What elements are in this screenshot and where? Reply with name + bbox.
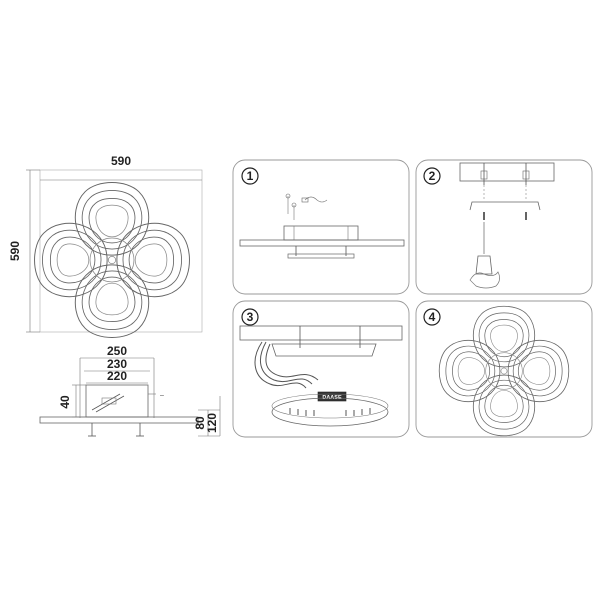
step-2-badge [423,167,441,185]
hand-icon [469,271,500,289]
side-view: 250 230 220 – 40 80 120 [39,344,221,437]
side-width-label-3: 220 [107,369,127,383]
width-dimension-label: 590 [111,154,131,168]
step-panel-2: 2 [415,159,593,295]
step-2-number: 2 [429,169,436,183]
side-width-label-2: 230 [107,357,127,371]
step-3-lamp [271,397,389,427]
top-view-lamp [35,183,190,338]
svg-text:–: – [160,392,164,399]
side-right-dimension-label-2: 120 [205,413,219,433]
step-1-badge [241,167,259,185]
connector-block [317,391,347,402]
step-panel-4: 4 [415,300,593,438]
top-view-outline [39,169,203,333]
side-left-dimension-label: 40 [58,395,72,409]
step-1-number: 1 [247,169,254,183]
step-4-badge [423,308,441,326]
side-view-lamp-body [39,416,199,424]
step-3-number: 3 [247,310,254,324]
step-4-number: 4 [429,310,436,324]
side-width-label-1: 250 [107,344,127,358]
step-3-badge [241,308,259,326]
step-1-lamp [239,239,405,247]
step-panel-3: 3 DAASE [232,300,410,438]
step-panel-1: 1 [232,159,410,295]
height-dimension-label: 590 [8,241,22,261]
mounting-box [85,384,149,418]
top-view: 590 590 [8,154,203,338]
side-right-dimension-label-1: 80 [193,416,207,430]
